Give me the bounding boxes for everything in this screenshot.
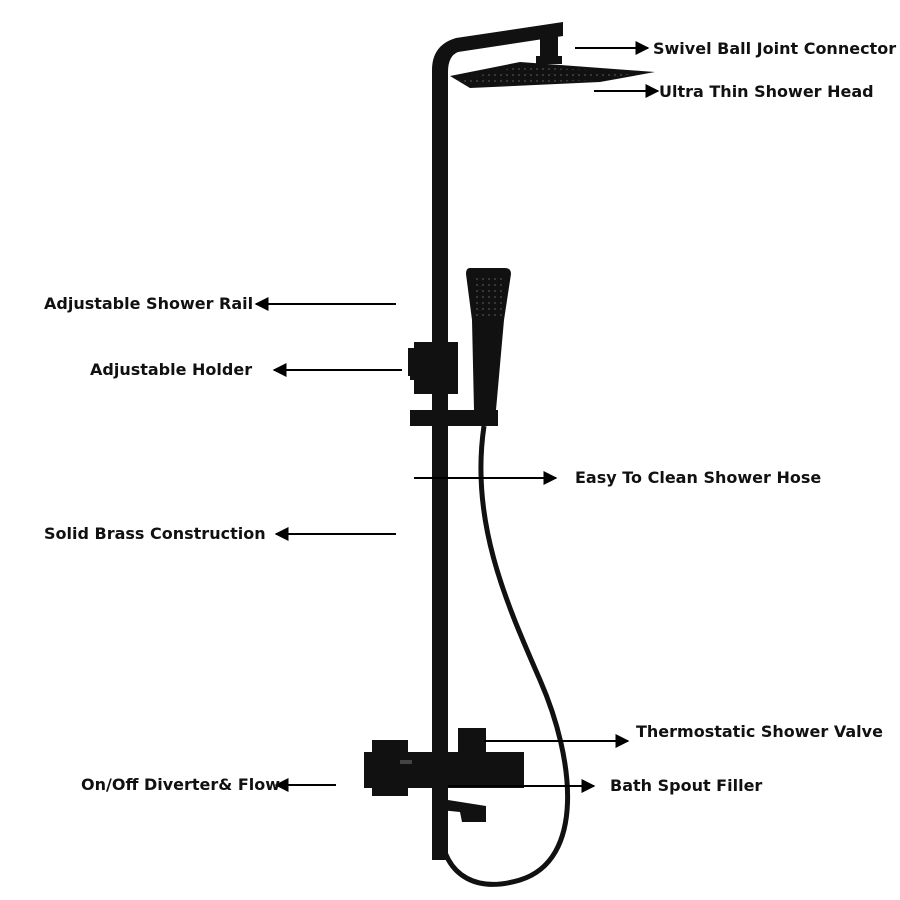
leader-arrows (254, 41, 660, 793)
label-bath-spout-filler: Bath Spout Filler (610, 776, 763, 795)
swivel-ball-joint (540, 36, 558, 58)
valve-handle-left (372, 740, 408, 796)
label-thermostatic-shower-valve: Thermostatic Shower Valve (636, 722, 883, 741)
label-ultra-thin-shower-head: Ultra Thin Shower Head (659, 82, 874, 101)
label-swivel-ball-joint-connector: Swivel Ball Joint Connector (653, 39, 897, 58)
overhead-arm (432, 22, 563, 860)
shower-fixture (364, 22, 655, 887)
bath-spout (434, 786, 486, 822)
label-solid-brass-construction: Solid Brass Construction (44, 524, 266, 543)
slider-bracket (410, 410, 498, 426)
label-on-off-diverter-flow: On/Off Diverter& Flow (81, 775, 281, 794)
shower-hose (437, 425, 570, 887)
adjustable-holder (414, 342, 458, 394)
label-adjustable-holder: Adjustable Holder (90, 360, 253, 379)
valve-handle-right (458, 728, 486, 754)
label-adjustable-shower-rail: Adjustable Shower Rail (44, 294, 254, 313)
label-easy-to-clean-shower-hose: Easy To Clean Shower Hose (575, 468, 822, 487)
